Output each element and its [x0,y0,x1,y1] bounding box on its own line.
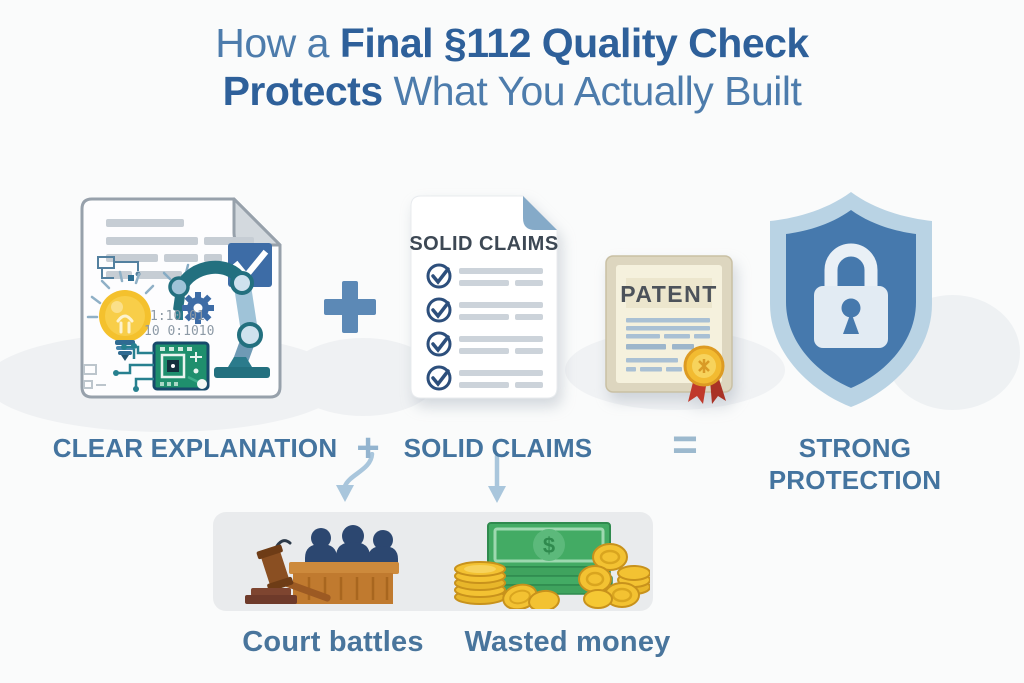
invention-document-icon: 1:10 01 10 0:1010 [80,197,282,399]
gear-icon [182,292,214,324]
straight-arrow-icon [488,453,506,503]
robot-arm-icon [162,260,270,378]
title-line2-bold: Protects [222,67,384,114]
clear-explanation-label: CLEAR EXPLANATION [52,433,338,463]
judges-figures [305,525,398,566]
invention-document-illustration: 1:10 01 10 0:1010 [76,195,286,406]
claims-document-illustration: SOLID CLAIMS [403,184,581,417]
coin-pile-right [578,543,651,609]
coin-stack-left [454,561,506,605]
circuit-traces [113,343,154,392]
plus-icon [324,281,376,333]
checklist-row [426,263,543,289]
circuit-board-icon [152,341,210,391]
dollar-sign: $ [543,533,555,558]
sketch-doodles [83,364,106,389]
wasted-money-illustration: $ [452,517,651,614]
solid-claims-label: SOLID CLAIMS [403,433,593,463]
gold-seal-icon [683,345,726,404]
shield-illustration [760,186,942,419]
patent-certificate-illustration: PATENT [604,254,740,415]
patent-certificate-icon: PATENT [605,255,733,404]
lightbulb-icon [99,290,151,361]
certificate-banner [626,278,712,308]
checklist-row [426,365,543,391]
certificate-text-lines [626,318,710,372]
title-line-2: Protects What You Actually Built [0,68,1024,116]
gavel-icon [245,539,331,604]
wasted-money-label: Wasted money [464,626,671,658]
padlock-icon [814,243,888,348]
title-line-1: How a Final §112 Quality Check [0,20,1024,68]
money-icon: $ [454,522,651,613]
claims-doc-title: SOLID CLAIMS [409,233,558,255]
court-icon [245,525,399,604]
lightbulb-rays [86,270,155,319]
bench [289,562,399,604]
title-line2-regular: What You Actually Built [393,67,802,114]
binary-text-line1: 1:10 01 [150,309,205,324]
claims-document-icon: SOLID CLAIMS [409,195,558,399]
checklist-row [426,331,543,357]
plus-operator: + [356,426,380,470]
court-battles-illustration [237,520,407,615]
checklist [426,263,543,391]
binary-text-line2: 10 0:1010 [144,324,214,339]
page-title: How a Final §112 Quality Check Protects … [0,20,1024,116]
patent-title: PATENT [620,281,718,307]
title-line1-bold: Final §112 Quality Check [339,20,809,66]
title-line1-regular: How a [215,20,329,66]
leaning-coins [502,583,560,613]
circuit-doodle-icon [97,256,141,281]
down-arrows [336,452,506,503]
court-battles-label: Court battles [242,626,424,658]
shield-lock-icon [770,192,932,407]
strong-protection-label: STRONG PROTECTION [768,433,942,495]
equals-operator: = [672,420,698,469]
checklist-row [426,297,543,323]
dollar-bills: $ [487,522,613,595]
curved-arrow-icon [336,452,375,502]
folded-corner [523,196,557,230]
